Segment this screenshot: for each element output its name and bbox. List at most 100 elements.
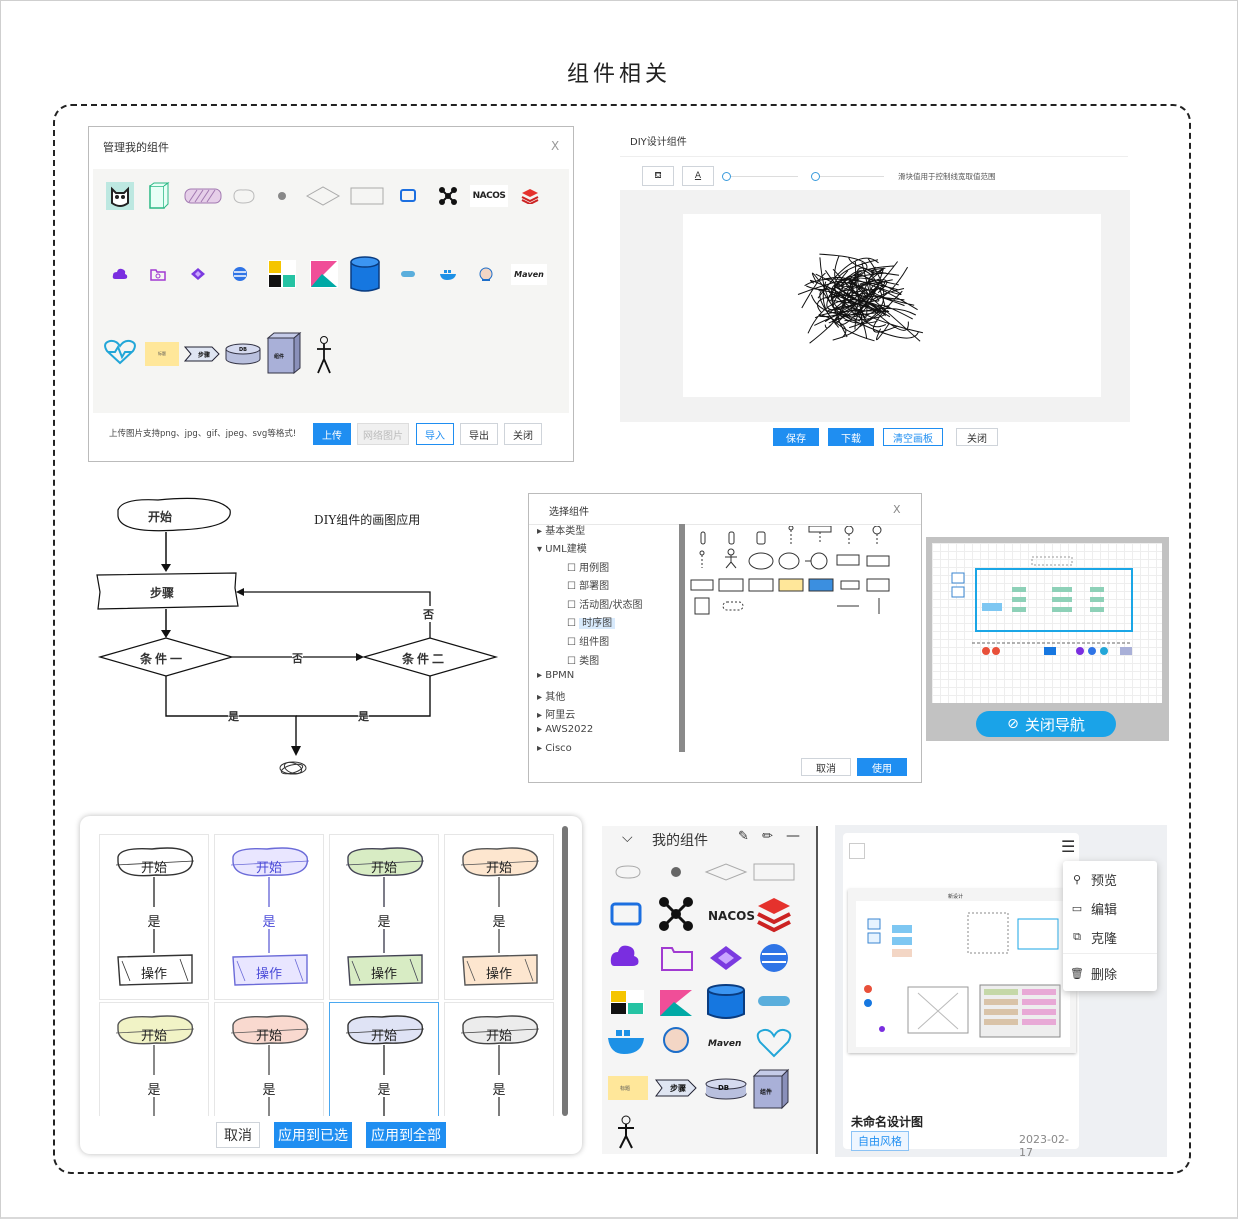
network-nodes-icon[interactable]: [431, 179, 465, 213]
rectangle-shape-icon[interactable]: [347, 179, 387, 213]
card-thumbnail[interactable]: 新设计: [848, 889, 1076, 1053]
download-button[interactable]: 下载: [828, 428, 874, 446]
menu-preview[interactable]: ⚲预览: [1063, 865, 1157, 893]
slider-handle-left[interactable]: [722, 172, 731, 181]
tree-item-other[interactable]: ▸ 其他: [537, 692, 566, 703]
nacos-logo-icon[interactable]: NACOS: [469, 179, 509, 213]
yellow-card-icon[interactable]: 标题: [143, 337, 181, 371]
stack-lines-icon[interactable]: [223, 257, 257, 291]
style-option-4[interactable]: 开始是操作: [444, 834, 554, 1000]
tree-item-usecase[interactable]: ☐ 用例图: [567, 563, 610, 574]
select-cancel-button[interactable]: 取消: [801, 758, 851, 776]
tree-item-basic[interactable]: ▸ 基本类型: [537, 526, 586, 537]
cat-avatar-icon[interactable]: [103, 179, 137, 213]
cloud-upload-icon[interactable]: [103, 257, 137, 291]
style-option-2[interactable]: 开始是操作: [214, 834, 324, 1000]
design-card[interactable]: 新设计 未命名设计图 自由风格 2023-02-17: [843, 833, 1079, 1157]
maven-logo-icon[interactable]: Maven: [509, 257, 549, 291]
style-cancel-button[interactable]: 取消: [216, 1122, 260, 1148]
menu-clone[interactable]: ⧉克隆: [1063, 923, 1157, 951]
select-checkbox[interactable]: [849, 843, 865, 859]
dot-icon[interactable]: [265, 179, 299, 213]
hamburger-menu-icon[interactable]: ☰: [1061, 837, 1076, 856]
width-slider-max[interactable]: [814, 176, 884, 177]
ellipse-shape-icon[interactable]: [227, 179, 261, 213]
close-icon[interactable]: X: [551, 139, 560, 153]
blue-square-icon[interactable]: [391, 179, 425, 213]
tree-item-bpmn[interactable]: ▸ BPMN: [537, 670, 575, 681]
tree-item-uml[interactable]: ▾ UML建模: [537, 544, 587, 555]
line-color-button[interactable]: A: [682, 166, 714, 186]
export-button[interactable]: 导出: [460, 423, 498, 445]
heartbeat-icon[interactable]: [101, 335, 139, 369]
select-close-icon[interactable]: X: [893, 503, 901, 516]
close-nav-button[interactable]: ⊘关闭导航: [976, 711, 1116, 737]
tree-item-cisco[interactable]: ▸ Cisco: [537, 743, 572, 754]
chevron-down-icon[interactable]: ⌵: [622, 830, 633, 846]
save-button[interactable]: 保存: [773, 428, 819, 446]
tree-item-aliyun[interactable]: ▸ 阿里云: [537, 710, 576, 721]
select-use-button[interactable]: 使用: [857, 758, 907, 776]
import-button[interactable]: 导入: [416, 423, 454, 445]
apply-all-button[interactable]: 应用到全部: [366, 1122, 446, 1148]
arrow-step-icon[interactable]: 步骤: [183, 337, 221, 371]
upload-button[interactable]: 上传: [313, 423, 351, 445]
db-disk-icon[interactable]: DB: [223, 337, 263, 371]
redis-logo-icon[interactable]: [513, 179, 547, 213]
db-disk-label: DB: [718, 1084, 729, 1092]
start-label: 开始: [255, 861, 282, 876]
yellow-block-logo-icon[interactable]: [265, 257, 299, 291]
condition-two-node[interactable]: 条件二: [402, 652, 448, 666]
minimize-icon[interactable]: —: [786, 828, 800, 844]
database-cylinder-icon[interactable]: [347, 255, 383, 295]
design-name[interactable]: 未命名设计图: [851, 1115, 924, 1129]
style-option-3[interactable]: 开始是操作: [329, 834, 439, 1000]
menu-edit[interactable]: ▭编辑: [1063, 894, 1157, 922]
stick-figure-icon[interactable]: [307, 333, 341, 377]
tree-item-component[interactable]: ☐ 组件图: [567, 637, 610, 648]
diy-close-button[interactable]: 关闭: [956, 428, 998, 446]
scribble-stroke: [797, 253, 924, 344]
fill-color-button[interactable]: ⛾: [642, 166, 674, 186]
hatched-shape-icon[interactable]: [181, 179, 225, 213]
tree-item-activity[interactable]: ☐ 活动图/状态图: [567, 600, 643, 611]
tree-item-aws[interactable]: ▸ AWS2022: [537, 724, 594, 735]
close-button[interactable]: 关闭: [504, 423, 542, 445]
maven-logo-text: Maven: [511, 263, 547, 285]
tree-item-class[interactable]: ☐ 类图: [567, 656, 600, 667]
drawing-canvas[interactable]: [683, 214, 1101, 397]
style-option-1[interactable]: 开始是操作: [99, 834, 209, 1000]
tree-item-deploy[interactable]: ☐ 部署图: [567, 581, 610, 592]
step-node[interactable]: 步骤: [150, 586, 175, 600]
style-scrollbar[interactable]: [562, 826, 568, 1116]
diamond-gem-icon[interactable]: [181, 257, 215, 291]
condition-one-node[interactable]: 条件一: [140, 652, 186, 666]
menu-delete[interactable]: 🗑删除: [1063, 959, 1157, 987]
web-image-button[interactable]: 网络图片: [357, 423, 409, 445]
cylinder-box-icon[interactable]: [141, 179, 175, 213]
brush-icon[interactable]: ✎: [738, 829, 749, 844]
folder-share-icon[interactable]: [141, 257, 175, 291]
flowchart-diagram: 开始 步骤 条件一 条件二 否 否 是 是 DIY组件的画图应用: [88, 488, 508, 788]
diamond-shape-icon[interactable]: [303, 179, 343, 213]
link-chain-icon[interactable]: [391, 257, 425, 291]
slider-handle-right[interactable]: [811, 172, 820, 181]
components-grid: [93, 169, 569, 413]
tree-item-sequence[interactable]: ☐ 时序图: [567, 614, 616, 629]
jenkins-face-icon[interactable]: [469, 257, 503, 291]
apply-selected-button[interactable]: 应用到已选: [274, 1122, 352, 1148]
width-slider-min[interactable]: [724, 176, 798, 177]
navigator-preview[interactable]: [932, 543, 1162, 703]
tree-scrollbar[interactable]: [679, 524, 685, 752]
component-box-icon[interactable]: 组件: [265, 331, 303, 375]
start-node[interactable]: 开始: [148, 510, 173, 524]
clear-canvas-button[interactable]: 清空画板: [883, 428, 943, 446]
pen-icon[interactable]: ✏: [762, 829, 773, 844]
docker-whale-icon[interactable]: [431, 257, 465, 291]
kibana-logo-icon[interactable]: [307, 257, 341, 291]
edge-no-up-label: 否: [423, 606, 434, 622]
